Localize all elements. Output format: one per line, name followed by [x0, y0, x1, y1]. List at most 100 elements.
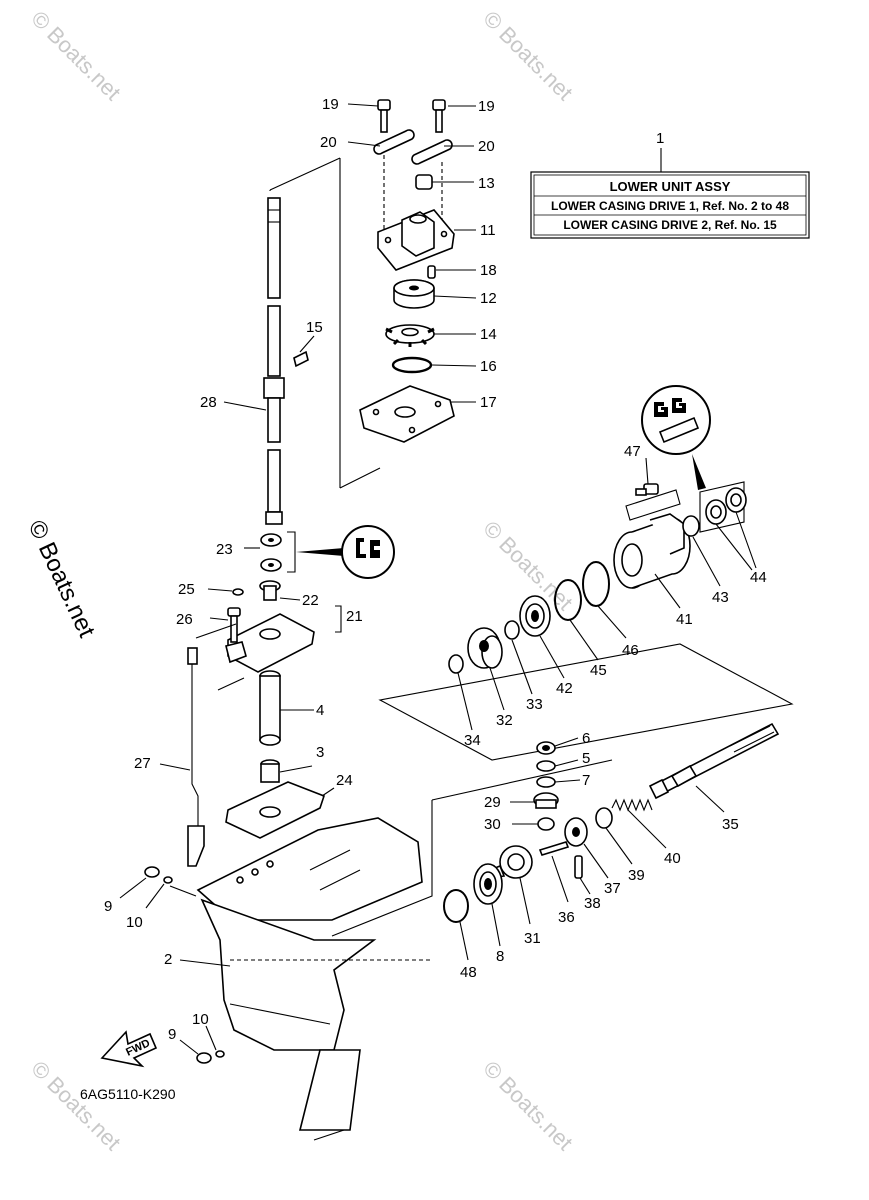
label-26: 26	[176, 611, 193, 628]
washer-34	[448, 654, 464, 674]
label-10-lower: 10	[192, 1011, 209, 1028]
dog-clutch-37	[564, 817, 588, 847]
label-22: 22	[302, 592, 319, 609]
label-41: 41	[676, 611, 693, 628]
label-13: 13	[478, 175, 495, 192]
label-20-right: 20	[478, 138, 495, 155]
pinion-gear-32	[467, 627, 503, 669]
impeller-14	[385, 324, 435, 347]
sleeve-4	[259, 670, 281, 746]
insert-cartridge-12	[393, 279, 435, 309]
washer-43	[682, 515, 700, 537]
label-33: 33	[526, 696, 543, 713]
watermark-top-left: © Boats.net	[26, 6, 125, 105]
washer-10-lower	[215, 1050, 225, 1058]
label-25: 25	[178, 581, 195, 598]
bearing-23-group	[260, 525, 395, 579]
label-21: 21	[346, 608, 363, 625]
label-37: 37	[604, 880, 621, 897]
lower-unit-assy-legend: 1 LOWER UNIT ASSY LOWER CASING DRIVE 1, …	[530, 130, 810, 239]
label-8: 8	[496, 948, 504, 965]
lower-case-cap-group	[195, 580, 342, 691]
label-46: 46	[622, 642, 639, 659]
label-23: 23	[216, 541, 233, 558]
label-47: 47	[624, 443, 641, 460]
legend-line-2: LOWER CASING DRIVE 2, Ref. No. 15	[563, 218, 777, 232]
label-18: 18	[480, 262, 497, 279]
pin-38	[574, 855, 583, 879]
label-29: 29	[484, 794, 501, 811]
label-32: 32	[496, 712, 513, 729]
pinion-29	[533, 792, 559, 809]
water-pump-assembly	[359, 99, 455, 443]
label-44: 44	[750, 569, 767, 586]
label-15: 15	[306, 319, 323, 336]
label-40: 40	[664, 850, 681, 867]
shim-48	[443, 889, 469, 923]
bolt-9-upper	[144, 866, 160, 878]
label-6: 6	[582, 730, 590, 747]
label-19-left: 19	[322, 96, 339, 113]
pin-25	[232, 588, 244, 596]
bearing-42	[519, 595, 551, 637]
leader-lines	[119, 103, 757, 1055]
bushing-22	[259, 580, 281, 601]
label-19-right: 19	[478, 98, 495, 115]
collar-3	[260, 759, 280, 783]
label-48: 48	[460, 964, 477, 981]
bolt-19-left	[377, 99, 391, 133]
bolt-26	[227, 607, 241, 643]
watermark-bottom-right: © Boats.net	[478, 1056, 577, 1155]
bolt-47	[635, 483, 659, 496]
label-34: 34	[464, 732, 481, 749]
plate-20-left	[373, 129, 415, 155]
pump-housing-11	[377, 209, 455, 271]
label-10-upper: 10	[126, 914, 143, 931]
washer-10-upper	[163, 876, 173, 884]
washer-5	[536, 760, 556, 772]
label-3: 3	[316, 744, 324, 761]
washer-7	[536, 776, 556, 788]
legend-title: LOWER UNIT ASSY	[610, 179, 731, 194]
shim-33	[504, 620, 520, 640]
o-ring-46	[582, 561, 610, 607]
bolt-9-lower	[196, 1052, 212, 1064]
label-20-left: 20	[320, 134, 337, 151]
label-27: 27	[134, 755, 151, 772]
propeller-shaft-35	[648, 722, 780, 800]
pin-36	[538, 841, 570, 856]
reference-labels: 19 19 20 20 13 11 18 12 15 14 16 28 17 4…	[104, 96, 767, 1043]
plate-20-right	[411, 139, 453, 165]
legend-ref-number: 1	[656, 130, 664, 147]
label-42: 42	[556, 680, 573, 697]
oil-seal-44	[699, 481, 747, 533]
watermark-bottom-left: © Boats.net	[26, 1056, 125, 1155]
label-2: 2	[164, 951, 172, 968]
watermark-side: © Boats.net	[23, 516, 101, 642]
label-11: 11	[480, 222, 496, 239]
label-16: 16	[480, 358, 497, 375]
nut-30	[537, 817, 555, 831]
pin-18	[427, 265, 436, 279]
forward-direction-arrow: FWD	[100, 1030, 158, 1068]
bearing-8	[473, 863, 503, 905]
label-4: 4	[316, 702, 324, 719]
label-9-upper: 9	[104, 898, 112, 915]
label-28: 28	[200, 394, 217, 411]
bolt-19-right	[432, 99, 446, 133]
drive-shaft-28	[263, 157, 381, 525]
diagram-code: 6AG5110-K290	[80, 1086, 176, 1102]
o-ring-45	[554, 579, 582, 621]
label-36: 36	[558, 909, 575, 926]
legend-line-1: LOWER CASING DRIVE 1, Ref. No. 2 to 48	[551, 199, 789, 213]
label-45: 45	[590, 662, 607, 679]
lower-casing-2	[196, 817, 430, 1141]
label-35: 35	[722, 816, 739, 833]
label-24: 24	[336, 772, 353, 789]
label-30: 30	[484, 816, 501, 833]
propeller-shaft-housing-41	[613, 513, 691, 589]
cap-assy-21	[225, 613, 315, 673]
propeller-shaft-group	[331, 385, 794, 937]
label-43: 43	[712, 589, 729, 606]
label-5: 5	[582, 750, 590, 767]
